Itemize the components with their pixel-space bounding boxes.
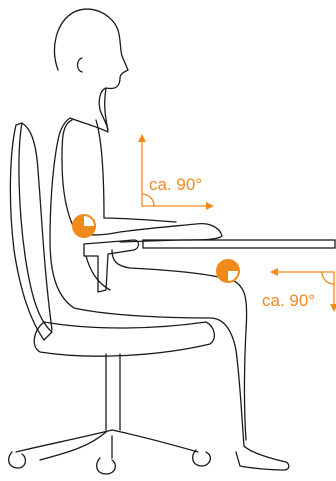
chair-caster-center bbox=[95, 457, 117, 475]
chair-caster-left bbox=[7, 451, 27, 469]
person-upper-arm bbox=[61, 119, 105, 233]
chair-backrest-edge bbox=[21, 122, 53, 331]
knee-joint-marker bbox=[216, 259, 240, 283]
person-body-outline bbox=[49, 8, 290, 471]
chair-column bbox=[105, 353, 121, 431]
knee-horizontal-arrowhead bbox=[270, 268, 278, 276]
knee-vertical-arrowhead bbox=[330, 304, 336, 312]
chair-caster-right bbox=[191, 449, 212, 467]
person-forearm bbox=[75, 217, 223, 243]
person-neck bbox=[104, 87, 109, 131]
seated-person bbox=[49, 8, 290, 471]
person-ear bbox=[76, 57, 83, 73]
chair-base bbox=[15, 429, 199, 461]
chair-backrest bbox=[9, 122, 53, 341]
chair-seat bbox=[33, 321, 216, 357]
person-hip bbox=[85, 255, 111, 291]
desk-surface bbox=[142, 239, 336, 249]
office-chair bbox=[7, 122, 216, 475]
elbow-angle-guide: ca. 90° bbox=[138, 134, 214, 210]
chair-armrest bbox=[83, 239, 140, 293]
knee-angle-label: ca. 90° bbox=[262, 291, 315, 310]
elbow-horizontal-arrowhead bbox=[206, 202, 214, 210]
elbow-joint-marker bbox=[72, 214, 96, 238]
elbow-vertical-arrowhead bbox=[138, 134, 146, 142]
knee-angle-arc bbox=[321, 271, 335, 285]
elbow-angle-label: ca. 90° bbox=[149, 175, 202, 194]
elbow-angle-arc bbox=[141, 193, 155, 207]
knee-angle-guide: ca. 90° bbox=[262, 268, 336, 312]
